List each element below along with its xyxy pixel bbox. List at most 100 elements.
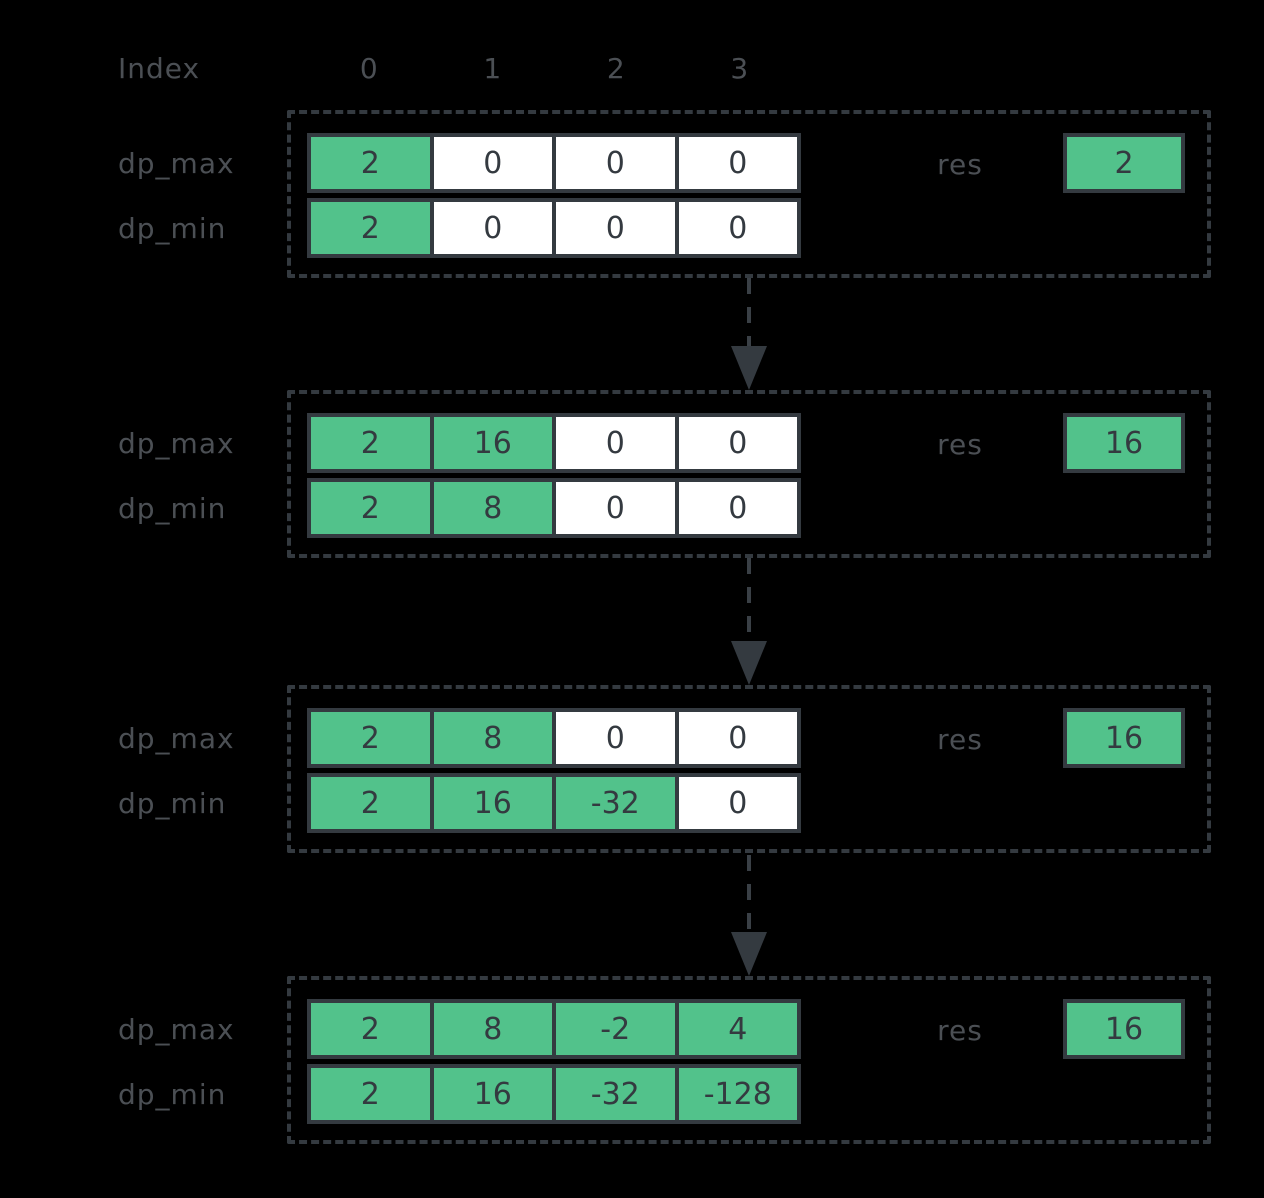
cell-value: 0 [605,425,625,461]
cell-value: -32 [590,1076,640,1112]
res-label: res [937,1014,983,1047]
arrow-line [747,558,751,657]
array-cell: 16 [433,1068,556,1120]
cell-value: 0 [728,785,748,821]
res-value-box: 2 [1063,133,1185,193]
arrow-down-icon [731,932,767,976]
index-label: Index [118,52,201,85]
array-cell: 0 [556,202,679,254]
dp-max-array: 2 16 0 0 [307,413,801,473]
column-index-0: 0 [359,52,378,85]
array-cell: 2 [311,202,434,254]
array-cell: 0 [678,777,797,829]
column-indices: 0 1 2 3 [307,52,801,85]
cell-value: 0 [605,720,625,756]
stage-1: dp_max dp_min 2 0 0 0 2 0 0 0 res 2 [0,110,1264,278]
array-cell: 2 [311,137,434,189]
array-cell: 2 [311,712,434,764]
dp-min-label: dp_min [118,787,227,820]
stage-2: dp_max dp_min 2 16 0 0 2 8 0 0 res 16 [0,390,1264,558]
array-cell: 2 [311,417,434,469]
dp-min-label: dp_min [118,492,227,525]
array-cell: 2 [311,1003,434,1055]
array-cell: 8 [433,1003,556,1055]
dp-min-array: 2 16 -32 -128 [307,1064,801,1124]
column-index-3: 3 [730,52,749,85]
cell-value: 16 [473,1076,512,1112]
step-arrow-3 [731,855,767,976]
res-label: res [937,723,983,756]
dp-max-array: 2 0 0 0 [307,133,801,193]
cell-value: -128 [703,1076,772,1112]
dp-max-label: dp_max [118,427,235,460]
array-cell: 0 [433,137,556,189]
dp-max-label: dp_max [118,1013,235,1046]
array-cell: 2 [311,482,434,534]
cell-value: 0 [483,145,503,181]
index-header: Index 0 1 2 3 [0,52,1264,92]
cell-value: 8 [483,1011,503,1047]
res-label: res [937,148,983,181]
cell-value: 0 [728,490,748,526]
cell-value: 0 [728,210,748,246]
res-value-box: 16 [1063,999,1185,1059]
array-cell: 0 [678,482,797,534]
cell-value: 0 [483,210,503,246]
res-value: 16 [1104,720,1144,756]
dp-min-label: dp_min [118,1078,227,1111]
cell-value: 2 [360,490,380,526]
array-cell: 0 [678,417,797,469]
cell-value: 0 [728,720,748,756]
dp-max-array: 2 8 -2 4 [307,999,801,1059]
cell-value: 0 [605,210,625,246]
dp-max-array: 2 8 0 0 [307,708,801,768]
res-value: 16 [1104,425,1144,461]
cell-value: 2 [360,1076,380,1112]
stage-1-boundary [287,110,1211,278]
array-cell: 0 [678,137,797,189]
array-cell: 8 [433,482,556,534]
arrow-down-icon [731,641,767,685]
array-cell: -32 [556,1068,679,1120]
cell-value: 2 [360,785,380,821]
dp-max-label: dp_max [118,147,235,180]
stage-4: dp_max dp_min 2 8 -2 4 2 16 -32 -128 res… [0,976,1264,1144]
res-value-box: 16 [1063,708,1185,768]
dp-min-label: dp_min [118,212,227,245]
cell-value: 2 [360,425,380,461]
step-arrow-2 [731,558,767,685]
res-value: 2 [1114,145,1134,181]
cell-value: 8 [483,720,503,756]
res-value-box: 16 [1063,413,1185,473]
dp-min-array: 2 8 0 0 [307,478,801,538]
array-cell: 2 [311,777,434,829]
res-label: res [937,428,983,461]
step-arrow-1 [731,278,767,390]
cell-value: -2 [600,1011,631,1047]
dp-min-array: 2 16 -32 0 [307,773,801,833]
dp-min-array: 2 0 0 0 [307,198,801,258]
array-cell: 2 [311,1068,434,1120]
cell-value: 16 [473,785,512,821]
array-cell: 16 [433,417,556,469]
array-cell: 8 [433,712,556,764]
cell-value: 2 [360,1011,380,1047]
cell-value: 0 [728,145,748,181]
cell-value: 16 [473,425,512,461]
cell-value: 0 [728,425,748,461]
column-index-2: 2 [606,52,625,85]
array-cell: 0 [556,417,679,469]
arrow-line [747,278,751,362]
dp-max-label: dp_max [118,722,235,755]
array-cell: 4 [678,1003,797,1055]
stage-3: dp_max dp_min 2 8 0 0 2 16 -32 0 res 16 [0,685,1264,853]
res-value: 16 [1104,1011,1144,1047]
arrow-down-icon [731,346,767,390]
array-cell: 0 [678,712,797,764]
array-cell: -32 [556,777,679,829]
array-cell: 0 [556,137,679,189]
array-cell: -128 [678,1068,797,1120]
cell-value: 8 [483,490,503,526]
cell-value: 0 [605,145,625,181]
